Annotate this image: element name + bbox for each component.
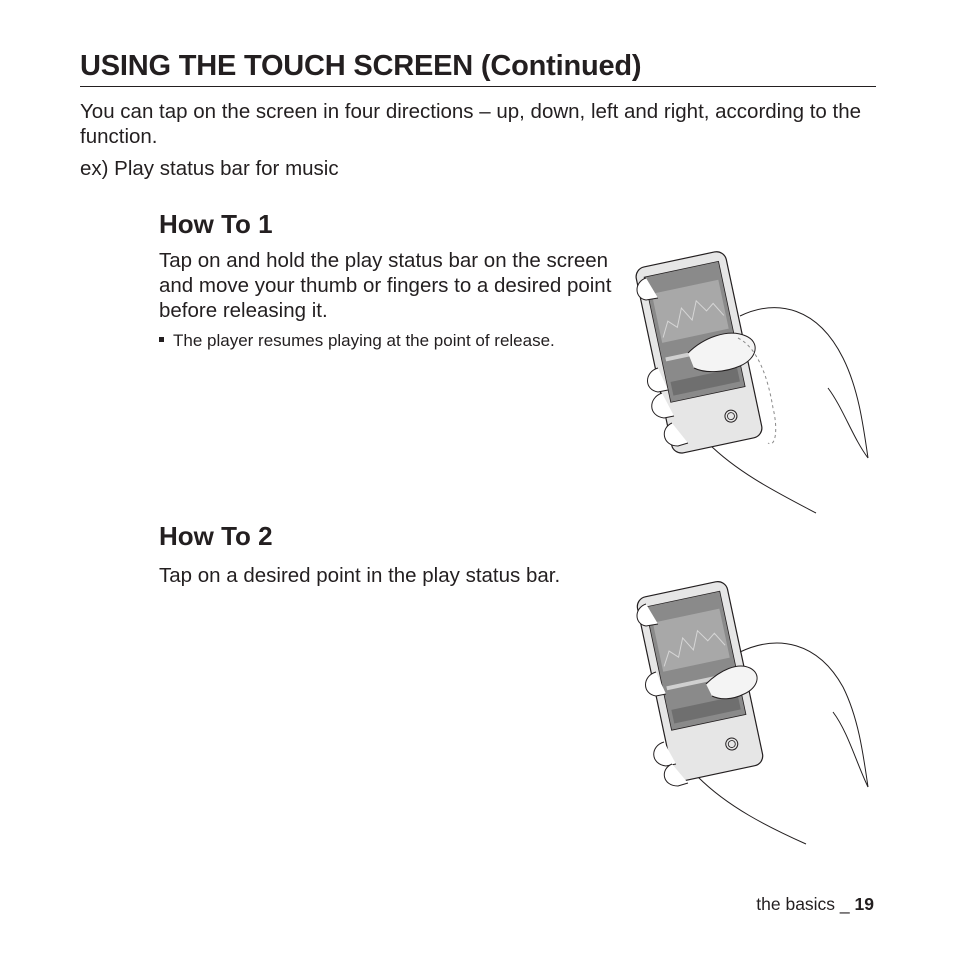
example-line: ex) Play status bar for music: [80, 157, 339, 180]
page-title: USING THE TOUCH SCREEN (Continued): [80, 50, 642, 82]
page-number: 19: [854, 894, 874, 914]
intro-paragraph: You can tap on the screen in four direct…: [80, 100, 862, 148]
how-to-1-note-text: The player resumes playing at the point …: [173, 331, 555, 350]
page-footer: the basics _ 19: [756, 894, 874, 915]
how-to-2-text: Tap on a desired point in the play statu…: [159, 564, 561, 587]
hand-holding-player-illustration-1: [635, 251, 869, 514]
title-divider: [80, 86, 876, 87]
how-to-1-note: The player resumes playing at the point …: [159, 331, 555, 351]
footer-section: the basics _: [756, 894, 850, 914]
bullet-icon: [159, 337, 164, 343]
how-to-2-heading: How To 2: [159, 521, 273, 551]
hand-holding-player-illustration-2: [636, 581, 869, 845]
how-to-1-text: Tap on and hold the play status bar on t…: [159, 249, 612, 322]
how-to-1-heading: How To 1: [159, 209, 273, 239]
